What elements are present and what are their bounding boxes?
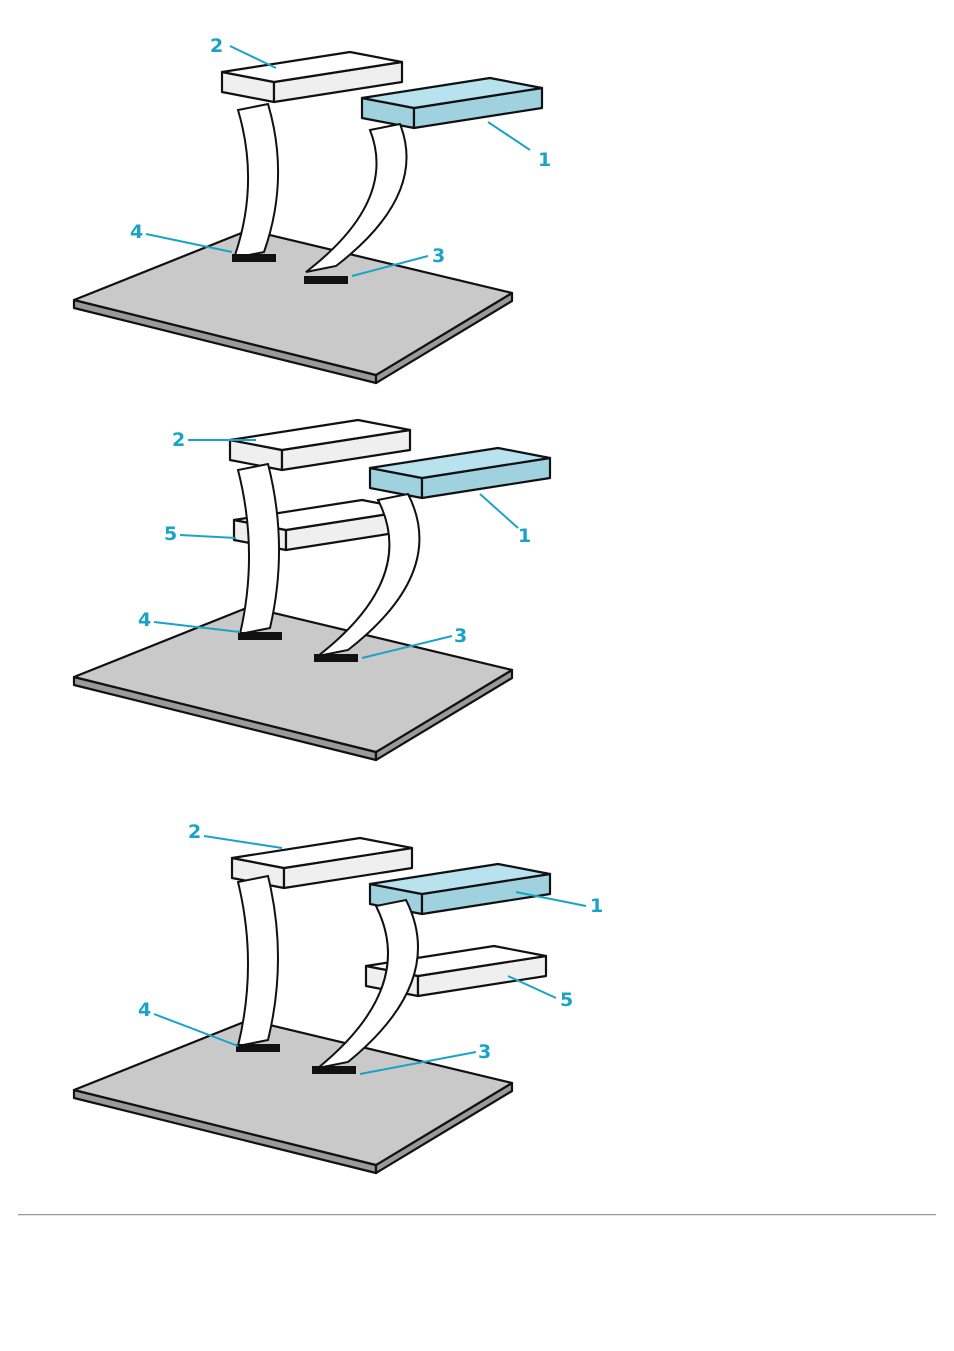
callout-leader-1: [488, 122, 530, 150]
section-divider: [18, 1214, 936, 1216]
ribbon-cable-icon: [238, 464, 279, 634]
ribbon-cable-icon: [238, 876, 278, 1046]
callout-leader-2: [204, 836, 282, 848]
callout-1: 1: [518, 525, 531, 547]
system-board-icon: [74, 230, 512, 375]
cable-connector-icon: [304, 276, 348, 284]
callout-1: 1: [538, 149, 551, 171]
callout-2: 2: [172, 429, 185, 451]
cable-connector-icon: [236, 1044, 280, 1052]
callout-3: 3: [454, 625, 467, 647]
callout-2: 2: [188, 821, 201, 843]
callout-1: 1: [590, 895, 603, 917]
callout-5: 5: [560, 989, 573, 1011]
callout-4: 4: [130, 221, 143, 243]
callout-leader-1: [480, 494, 518, 528]
callout-leader-2: [230, 46, 276, 68]
callout-leader-5: [180, 535, 236, 538]
figure-2: 2 1 5 4 3: [74, 420, 550, 760]
callout-4: 4: [138, 609, 151, 631]
figure-1: 2 1 4 3: [74, 35, 551, 383]
callout-2: 2: [210, 35, 223, 57]
callout-4: 4: [138, 999, 151, 1021]
callout-3: 3: [432, 245, 445, 267]
figure-3: 2 1 5 4 3: [74, 821, 603, 1173]
cable-connector-icon: [238, 632, 282, 640]
system-board-icon: [74, 1020, 512, 1165]
cable-connector-icon: [312, 1066, 356, 1074]
callout-5: 5: [164, 523, 177, 545]
cable-connector-icon: [232, 254, 276, 262]
cable-connector-icon: [314, 654, 358, 662]
callout-3: 3: [478, 1041, 491, 1063]
